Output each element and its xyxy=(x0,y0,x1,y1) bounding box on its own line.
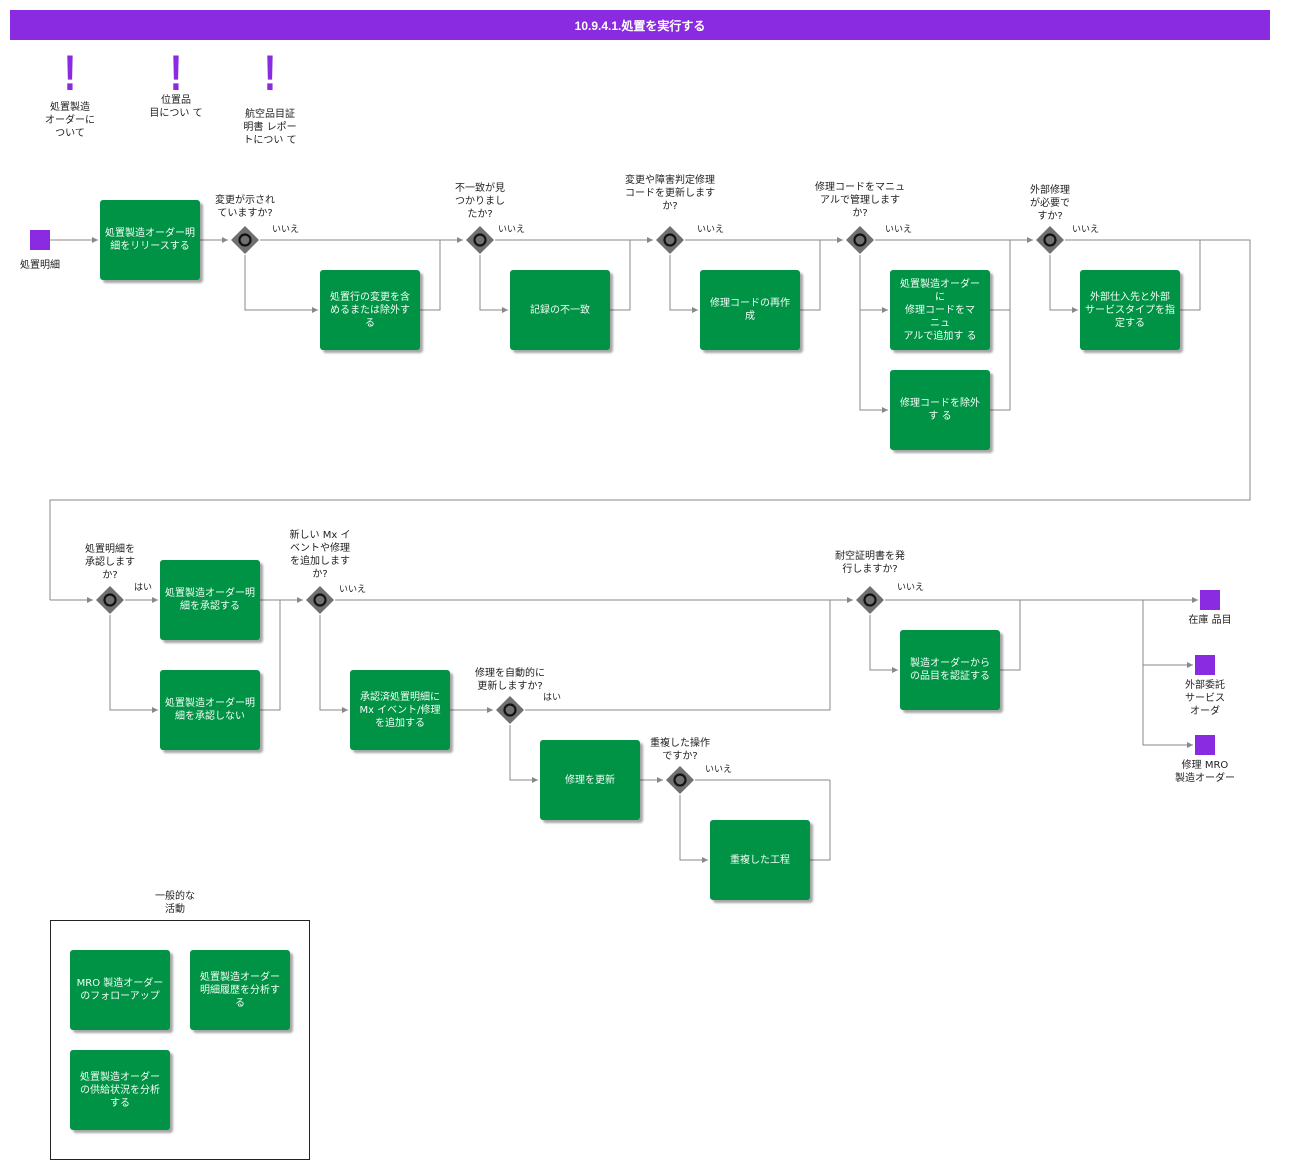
gateway-g3-label: 変更や障害判定修理 コードを更新します か? xyxy=(625,175,715,212)
start-event[interactable] xyxy=(30,230,50,250)
task-record-discrepancy[interactable]: 記録の不一致 xyxy=(510,270,610,350)
gateway-g7-label: 新しい Mx イ ベントや修理 を追加します か? xyxy=(289,530,351,580)
gateway-g2[interactable] xyxy=(465,225,495,255)
gateway-g8-label: 修理を自動的に 更新しますか? xyxy=(475,668,545,692)
gateway-g7[interactable] xyxy=(305,585,335,615)
general-activities-group xyxy=(50,920,310,1160)
gateway-g6-label: 処置明細を 承認します か? xyxy=(85,544,135,581)
edge-label-no: いいえ xyxy=(272,225,300,235)
edge-label-no: いいえ xyxy=(1072,225,1100,235)
exclamation-icon: ! xyxy=(169,45,183,101)
note-position-item[interactable]: 位置品 目につい て xyxy=(149,95,203,119)
gateway-g9[interactable] xyxy=(665,765,695,795)
gateway-g1-label: 変更が示され ていますか? xyxy=(215,195,275,219)
gateway-g5-label: 外部修理 が必要で すか? xyxy=(1030,185,1070,222)
gateway-g10-label: 耐空証明書を発 行しますか? xyxy=(835,551,905,575)
group-title: 一般的な 活動 xyxy=(155,891,195,915)
gateway-g4[interactable] xyxy=(845,225,875,255)
edge-label-no: いいえ xyxy=(897,583,925,593)
gateway-g9-label: 重複した操作 ですか? xyxy=(650,738,710,762)
end-event-repair-mro-order[interactable] xyxy=(1195,735,1215,755)
start-event-label: 処置明細 xyxy=(20,260,60,271)
gateway-g2-label: 不一致が見 つかりまし たか? xyxy=(455,183,505,220)
task-add-repair-code-manually[interactable]: 処置製造オーダー に 修理コードをマ ニュ アルで追加す る xyxy=(890,270,990,350)
task-reject-disposal-line[interactable]: 処置製造オーダー明 細を承認しない xyxy=(160,670,260,750)
task-certify-item[interactable]: 製造オーダーから の品目を認証する xyxy=(900,630,1000,710)
task-analyze-disposal-history[interactable]: 処置製造オーダー 明細履歴を分析す る xyxy=(190,950,290,1030)
exclamation-icon: ! xyxy=(263,45,277,101)
task-include-exclude-changes[interactable]: 処置行の変更を含 めるまたは除外す る xyxy=(320,270,420,350)
exclamation-icon: ! xyxy=(63,45,77,101)
edge-label-no: いいえ xyxy=(697,225,725,235)
task-update-repair[interactable]: 修理を更新 xyxy=(540,740,640,820)
edge-label-no: いいえ xyxy=(705,765,733,775)
page-title: 10.9.4.1.処置を実行する xyxy=(10,10,1270,40)
task-exclude-repair-code[interactable]: 修理コードを除外 す る xyxy=(890,370,990,450)
edge-label-yes: はい xyxy=(543,693,562,703)
edge-label-no: いいえ xyxy=(339,585,367,595)
task-analyze-supply-status[interactable]: 処置製造オーダー の供給状況を分析 する xyxy=(70,1050,170,1130)
task-release-disposal-line[interactable]: 処置製造オーダー明 細をリリースする xyxy=(100,200,200,280)
note-disposal-order[interactable]: 処置製造 オーダーに ついて xyxy=(45,102,95,139)
task-specify-external-vendor[interactable]: 外部仕入先と外部 サービスタイプを指 定する xyxy=(1080,270,1180,350)
task-add-mx-event-repair[interactable]: 承認済処置明細に Mx イベント/修理 を追加する xyxy=(350,670,450,750)
end-event-repair-mro-order-label: 修理 MRO 製造オーダー xyxy=(1175,760,1235,784)
end-event-subcontract-order[interactable] xyxy=(1195,655,1215,675)
gateway-g4-label: 修理コードをマニュ アルで管理します か? xyxy=(815,182,905,219)
task-mro-order-follow-up[interactable]: MRO 製造オーダー のフォローアップ xyxy=(70,950,170,1030)
gateway-g10[interactable] xyxy=(855,585,885,615)
edge-label-no: いいえ xyxy=(885,225,913,235)
gateway-g8[interactable] xyxy=(495,695,525,725)
gateway-g6[interactable] xyxy=(95,585,125,615)
end-event-subcontract-order-label: 外部委託 サービス オーダ xyxy=(1185,680,1225,717)
task-approve-disposal-line[interactable]: 処置製造オーダー明 細を承認する xyxy=(160,560,260,640)
gateway-g3[interactable] xyxy=(655,225,685,255)
end-event-stock-item[interactable] xyxy=(1200,590,1220,610)
edge-label-no: いいえ xyxy=(498,225,526,235)
task-recreate-repair-code[interactable]: 修理コードの再作 成 xyxy=(700,270,800,350)
task-duplicate-operation[interactable]: 重複した工程 xyxy=(710,820,810,900)
gateway-g1[interactable] xyxy=(230,225,260,255)
end-event-stock-item-label: 在庫 品目 xyxy=(1188,615,1232,626)
edge-label-yes: はい xyxy=(134,583,153,593)
gateway-g5[interactable] xyxy=(1035,225,1065,255)
note-airworthiness-report[interactable]: 航空品目証 明書 レポー トについ て xyxy=(243,109,297,146)
